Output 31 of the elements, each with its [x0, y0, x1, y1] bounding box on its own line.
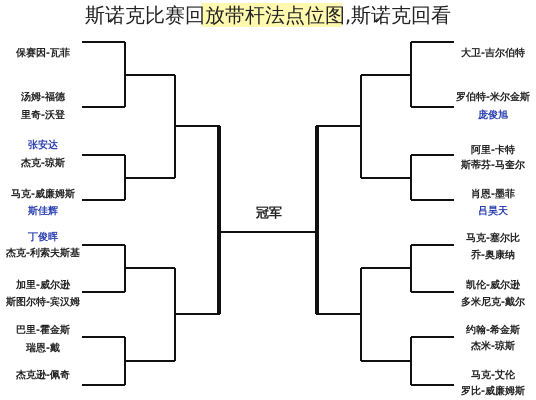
player-name: 斯图尔特-宾汉姆 [4, 295, 82, 309]
player-name: 凯伦-威尔逊 [464, 278, 522, 292]
player-name: 肖恩-墨菲 [470, 188, 516, 201]
player-name: 杰米-琼斯 [470, 339, 516, 353]
player-name: 汤姆-福德 [20, 90, 66, 104]
player-name: 马克-塞尔比 [464, 231, 522, 245]
winner-name: 张安达 [27, 138, 59, 152]
player-name: 大卫-吉尔伯特 [460, 46, 526, 60]
player-name: 杰克-利索夫斯基 [4, 246, 82, 260]
title: 斯诺克比赛回放带杆法点位图,斯诺克回看 [82, 3, 454, 27]
player-name: 保赛因-瓦菲 [14, 46, 72, 60]
winner-name: 丁俊晖 [27, 230, 59, 244]
winner-name: 斯佳辉 [26, 204, 59, 218]
champion-label: 冠军 [222, 196, 316, 230]
player-name: 罗伯特-米尔金斯 [454, 90, 532, 104]
player-name: 杰克-琼斯 [20, 156, 66, 170]
player-name: 杰克逊-佩奇 [14, 368, 72, 382]
player-name: 多米尼克-戴尔 [460, 296, 526, 309]
player-name: 斯蒂芬-马奎尔 [460, 158, 526, 172]
player-name: 罗比-威廉姆斯 [460, 384, 526, 398]
player-name: 里奇-沃登 [20, 108, 66, 122]
player-name: 马克-威廉姆斯 [10, 187, 76, 201]
player-name: 加里-威尔逊 [14, 278, 72, 292]
player-name: 阿里-卡特 [470, 144, 516, 157]
player-name: 巴里-霍金斯 [14, 324, 72, 337]
winner-name: 吕昊天 [477, 204, 509, 218]
winner-name: 庞俊旭 [477, 108, 509, 122]
player-name: 乔-奥康纳 [470, 248, 516, 262]
player-name: 马克-艾伦 [470, 368, 516, 382]
player-name: 约翰-希金斯 [464, 324, 522, 337]
player-name: 瑞恩-戴 [24, 342, 62, 355]
